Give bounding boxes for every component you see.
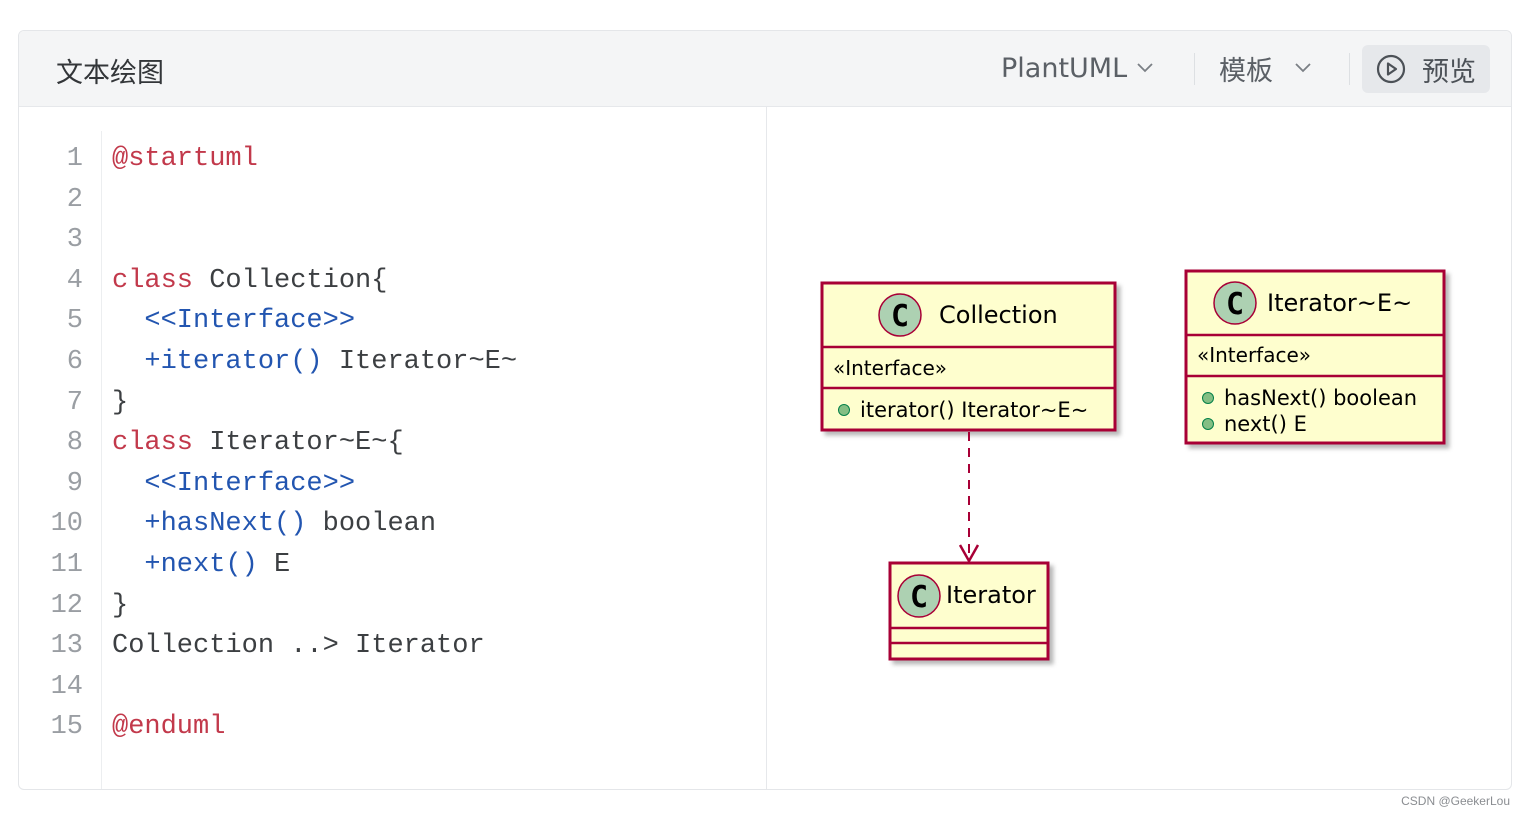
code-token: Collection ..> Iterator <box>112 631 485 662</box>
code-line[interactable]: 1 @startuml <box>19 139 766 179</box>
line-number: 11 <box>50 550 83 580</box>
editor-preview-divider[interactable] <box>766 107 767 789</box>
line-number: 10 <box>50 509 83 540</box>
code-token: } <box>112 387 129 418</box>
class-name: Iterator~E~ <box>1267 289 1412 317</box>
code-token: @enduml <box>112 712 226 743</box>
preview-button[interactable]: 预览 <box>1362 45 1490 93</box>
code-line[interactable]: 12} <box>19 586 766 626</box>
preview-button-label: 预览 <box>1422 56 1476 88</box>
code-token: E <box>257 550 291 580</box>
public-method-icon <box>1202 418 1214 430</box>
code-line[interactable]: 11 +next() E <box>19 545 766 585</box>
line-number: 12 <box>50 590 83 621</box>
code-text: Collection ..> Iterator <box>112 626 485 666</box>
code-token: } <box>112 590 129 621</box>
line-number: 4 <box>66 265 83 296</box>
class-iterator-generic: C Iterator~E~ «Interface» hasNext() bool… <box>1184 269 1446 445</box>
header-divider <box>1349 53 1350 85</box>
code-token: <<Interface>> <box>144 468 356 499</box>
line-number: 1 <box>66 144 83 174</box>
class-method: iterator() Iterator~E~ <box>860 398 1088 422</box>
code-token: +next() <box>144 550 258 580</box>
line-number: 13 <box>50 631 83 662</box>
line-number: 5 <box>66 306 83 337</box>
code-token: class <box>112 265 194 296</box>
class-stereotype: «Interface» <box>833 356 947 380</box>
code-line[interactable]: 4 class Collection{ <box>19 261 766 301</box>
code-token: Iterator~E~ <box>322 347 518 377</box>
code-text: +next() E <box>112 545 290 585</box>
template-select-label: 模板 <box>1219 55 1273 87</box>
panel-header: 文本绘图 PlantUML 模板 预览 <box>19 31 1511 107</box>
code-text: <<Interface>> <box>112 464 355 504</box>
code-text: class Iterator~E~{ <box>112 423 404 463</box>
line-number: 15 <box>50 712 83 743</box>
class-spot-letter: C <box>1226 287 1244 322</box>
code-line[interactable]: 2 <box>19 180 766 220</box>
code-line[interactable]: 6 +iterator() Iterator~E~ <box>19 342 766 382</box>
class-name: Collection <box>939 301 1058 329</box>
code-text: @enduml <box>112 707 225 747</box>
code-text: class Collection{ <box>112 261 387 301</box>
class-collection: C Collection «Interface» iterator() Iter… <box>820 281 1117 432</box>
public-method-icon <box>1202 392 1214 404</box>
code-token: class <box>112 428 194 459</box>
code-line[interactable]: 7} <box>19 383 766 423</box>
template-select[interactable]: 模板 <box>1219 51 1311 87</box>
watermark: CSDN @GeekerLou <box>1401 794 1510 808</box>
chevron-down-icon <box>1295 63 1311 73</box>
code-line[interactable]: 15 @enduml <box>19 707 766 747</box>
code-line[interactable]: 5 <<Interface>> <box>19 301 766 341</box>
code-text: +hasNext() boolean <box>112 504 436 544</box>
code-token: @startuml <box>112 144 258 174</box>
code-text: +iterator() Iterator~E~ <box>112 342 517 382</box>
line-number: 2 <box>66 184 83 215</box>
code-token: <<Interface>> <box>144 306 356 337</box>
chevron-down-icon <box>1137 63 1153 73</box>
code-token: boolean <box>306 509 437 540</box>
class-stereotype: «Interface» <box>1197 343 1311 367</box>
panel-title: 文本绘图 <box>56 58 164 89</box>
class-name: Iterator <box>946 581 1036 609</box>
code-text: @startuml <box>112 139 258 179</box>
code-line[interactable]: 13 Collection ..> Iterator <box>19 626 766 666</box>
class-method: hasNext() boolean <box>1224 386 1417 410</box>
code-token: Iterator~E~{ <box>193 428 404 459</box>
gutter-divider <box>101 131 102 789</box>
line-number: 6 <box>66 347 83 377</box>
code-line[interactable]: 10 +hasNext() boolean <box>19 504 766 544</box>
code-text: <<Interface>> <box>112 301 355 341</box>
line-number: 14 <box>50 671 83 702</box>
play-circle-icon <box>1376 54 1406 84</box>
line-number: 9 <box>66 468 83 499</box>
code-text: } <box>112 383 128 423</box>
code-line[interactable]: 3 <box>19 220 766 260</box>
class-method: next() E <box>1224 412 1307 436</box>
header-divider <box>1194 53 1195 85</box>
class-iterator: C Iterator <box>888 561 1050 661</box>
class-spot-letter: C <box>910 580 928 615</box>
line-number: 3 <box>66 225 83 256</box>
line-number: 7 <box>66 387 83 418</box>
code-text: } <box>112 586 128 626</box>
language-select-label: PlantUML <box>1001 52 1128 84</box>
class-spot-icon <box>878 293 922 337</box>
code-token: +hasNext() <box>144 509 307 540</box>
dependency-arrow <box>958 432 980 564</box>
language-select[interactable]: PlantUML <box>1001 51 1153 85</box>
public-method-icon <box>838 404 850 416</box>
code-token: Collection{ <box>193 265 388 296</box>
code-line[interactable]: 8 class Iterator~E~{ <box>19 423 766 463</box>
code-line[interactable]: 14 <box>19 667 766 707</box>
class-spot-icon <box>1213 281 1257 325</box>
class-spot-icon <box>897 574 941 618</box>
class-spot-letter: C <box>891 299 909 334</box>
line-number: 8 <box>66 428 83 459</box>
code-token: +iterator() <box>144 347 323 377</box>
code-line[interactable]: 9 <<Interface>> <box>19 464 766 504</box>
